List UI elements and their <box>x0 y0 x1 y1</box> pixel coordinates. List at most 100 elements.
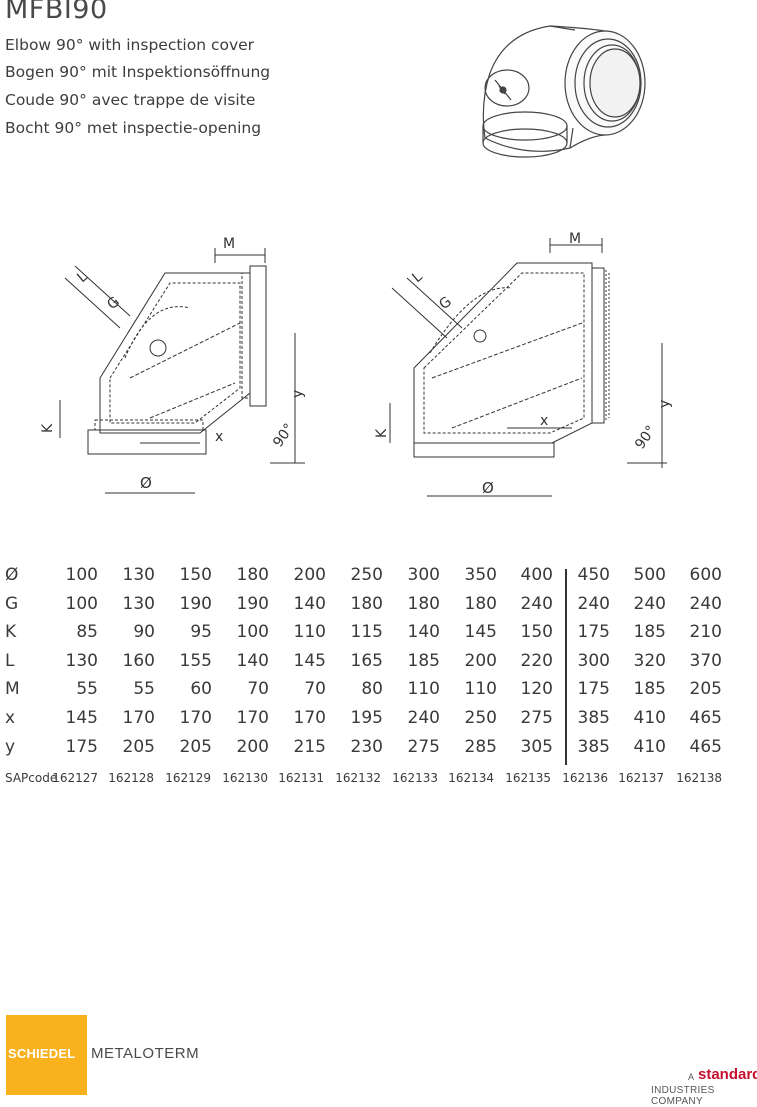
table-cell: 175 <box>577 679 610 699</box>
sap-code: 162131 <box>278 771 324 785</box>
table-cell: 250 <box>350 565 383 585</box>
table-cell: 100 <box>236 622 269 642</box>
row-label: K <box>5 622 17 642</box>
table-cell: 185 <box>407 651 440 671</box>
table-cell: 370 <box>689 651 722 671</box>
subtitle-nl: Bocht 90° met inspectie-opening <box>5 119 262 137</box>
row-label: y <box>5 737 16 757</box>
table-cell: 350 <box>464 565 497 585</box>
row-label: Ø <box>5 565 19 585</box>
table-cell: 85 <box>76 622 98 642</box>
label-x: x <box>540 413 548 429</box>
row-label: L <box>5 651 15 671</box>
table-cell: 450 <box>577 565 610 585</box>
label-angle: 90° <box>632 423 659 453</box>
label-k: K <box>374 428 390 438</box>
table-cell: 180 <box>407 594 440 614</box>
label-diameter: Ø <box>140 474 152 492</box>
page-title: MFBI90 <box>5 0 108 25</box>
standard-logo-subtitle: INDUSTRIES COMPANY <box>651 1085 715 1107</box>
table-cell: 190 <box>236 594 269 614</box>
table-cell: 320 <box>633 651 666 671</box>
table-cell: 600 <box>689 565 722 585</box>
label-y: y <box>290 390 306 398</box>
table-cell: 170 <box>179 708 212 728</box>
table-cell: 100 <box>65 565 98 585</box>
table-cell: 275 <box>520 708 553 728</box>
sap-code: 162127 <box>52 771 98 785</box>
table-cell: 300 <box>407 565 440 585</box>
table-cell: 55 <box>133 679 155 699</box>
elbow-drawing-small: M L G K x y 90° Ø <box>40 236 306 494</box>
table-cell: 150 <box>520 622 553 642</box>
table-cell: 250 <box>464 708 497 728</box>
table-cell: 205 <box>122 737 155 757</box>
sap-code: 162132 <box>335 771 381 785</box>
table-cell: 70 <box>247 679 269 699</box>
table-cell: 130 <box>122 594 155 614</box>
label-m: M <box>223 236 235 252</box>
sap-code: 162133 <box>392 771 438 785</box>
label-y: y <box>657 400 673 408</box>
table-cell: 385 <box>577 708 610 728</box>
table-cell: 175 <box>65 737 98 757</box>
table-cell: 110 <box>293 622 326 642</box>
table-cell: 285 <box>464 737 497 757</box>
sap-code: 162138 <box>676 771 722 785</box>
sap-label: SAPcode <box>5 771 58 785</box>
table-cell: 55 <box>76 679 98 699</box>
table-cell: 80 <box>361 679 383 699</box>
table-cell: 200 <box>293 565 326 585</box>
sap-code: 162129 <box>165 771 211 785</box>
sap-code: 162130 <box>222 771 268 785</box>
sap-code: 162128 <box>108 771 154 785</box>
table-cell: 240 <box>689 594 722 614</box>
table-cell: 205 <box>689 679 722 699</box>
elbow-3d-illustration <box>482 25 646 158</box>
table-cell: 240 <box>407 708 440 728</box>
table-cell: 240 <box>520 594 553 614</box>
table-cell: 230 <box>350 737 383 757</box>
table-cell: 100 <box>65 594 98 614</box>
table-cell: 140 <box>407 622 440 642</box>
table-cell: 70 <box>304 679 326 699</box>
table-cell: 120 <box>520 679 553 699</box>
label-g: G <box>104 294 123 313</box>
standard-logo: standard <box>698 1066 757 1083</box>
row-label: G <box>5 594 19 614</box>
table-cell: 170 <box>122 708 155 728</box>
table-cell: 170 <box>236 708 269 728</box>
table-cell: 220 <box>520 651 553 671</box>
sap-code: 162137 <box>618 771 664 785</box>
table-cell: 60 <box>190 679 212 699</box>
table-cell: 185 <box>633 679 666 699</box>
table-cell: 165 <box>350 651 383 671</box>
table-cell: 180 <box>464 594 497 614</box>
table-cell: 175 <box>577 622 610 642</box>
table-cell: 130 <box>65 651 98 671</box>
table-cell: 185 <box>633 622 666 642</box>
table-cell: 275 <box>407 737 440 757</box>
label-k: K <box>40 423 56 433</box>
table-cell: 180 <box>236 565 269 585</box>
table-cell: 240 <box>633 594 666 614</box>
table-cell: 155 <box>179 651 212 671</box>
table-cell: 145 <box>65 708 98 728</box>
row-label: M <box>5 679 20 699</box>
table-cell: 90 <box>133 622 155 642</box>
table-cell: 205 <box>179 737 212 757</box>
table-cell: 170 <box>293 708 326 728</box>
table-cell: 145 <box>464 622 497 642</box>
table-cell: 240 <box>577 594 610 614</box>
schiedel-logo <box>6 1015 87 1095</box>
elbow-drawing-large: M L G K x y 90° Ø <box>374 231 673 497</box>
table-cell: 200 <box>236 737 269 757</box>
table-cell: 210 <box>689 622 722 642</box>
label-m: M <box>569 231 581 247</box>
standard-logo-a: A <box>688 1072 695 1082</box>
